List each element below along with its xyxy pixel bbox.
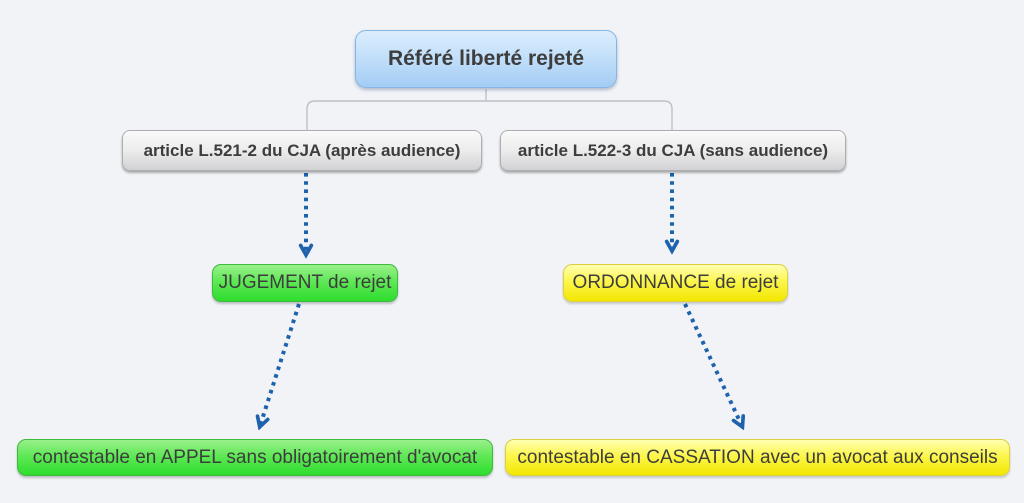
- arrow-ordonnance-to-cassation: [683, 303, 742, 426]
- node-contestable-appel[interactable]: contestable en APPEL sans obligatoiremen…: [17, 439, 493, 476]
- node-article-l522-3[interactable]: article L.522-3 du CJA (sans audience): [500, 130, 846, 171]
- node-article-l521-2[interactable]: article L.521-2 du CJA (après audience): [122, 130, 482, 171]
- node-refere-liberte-rejete[interactable]: Référé liberté rejeté: [355, 30, 617, 88]
- branch-bracket-connector: [306, 100, 673, 130]
- arrow-jugement-to-appel: [260, 303, 301, 426]
- node-ordonnance-de-rejet[interactable]: ORDONNANCE de rejet: [563, 264, 788, 302]
- node-jugement-de-rejet[interactable]: JUGEMENT de rejet: [212, 264, 398, 302]
- node-contestable-cassation[interactable]: contestable en CASSATION avec un avocat …: [505, 439, 1010, 476]
